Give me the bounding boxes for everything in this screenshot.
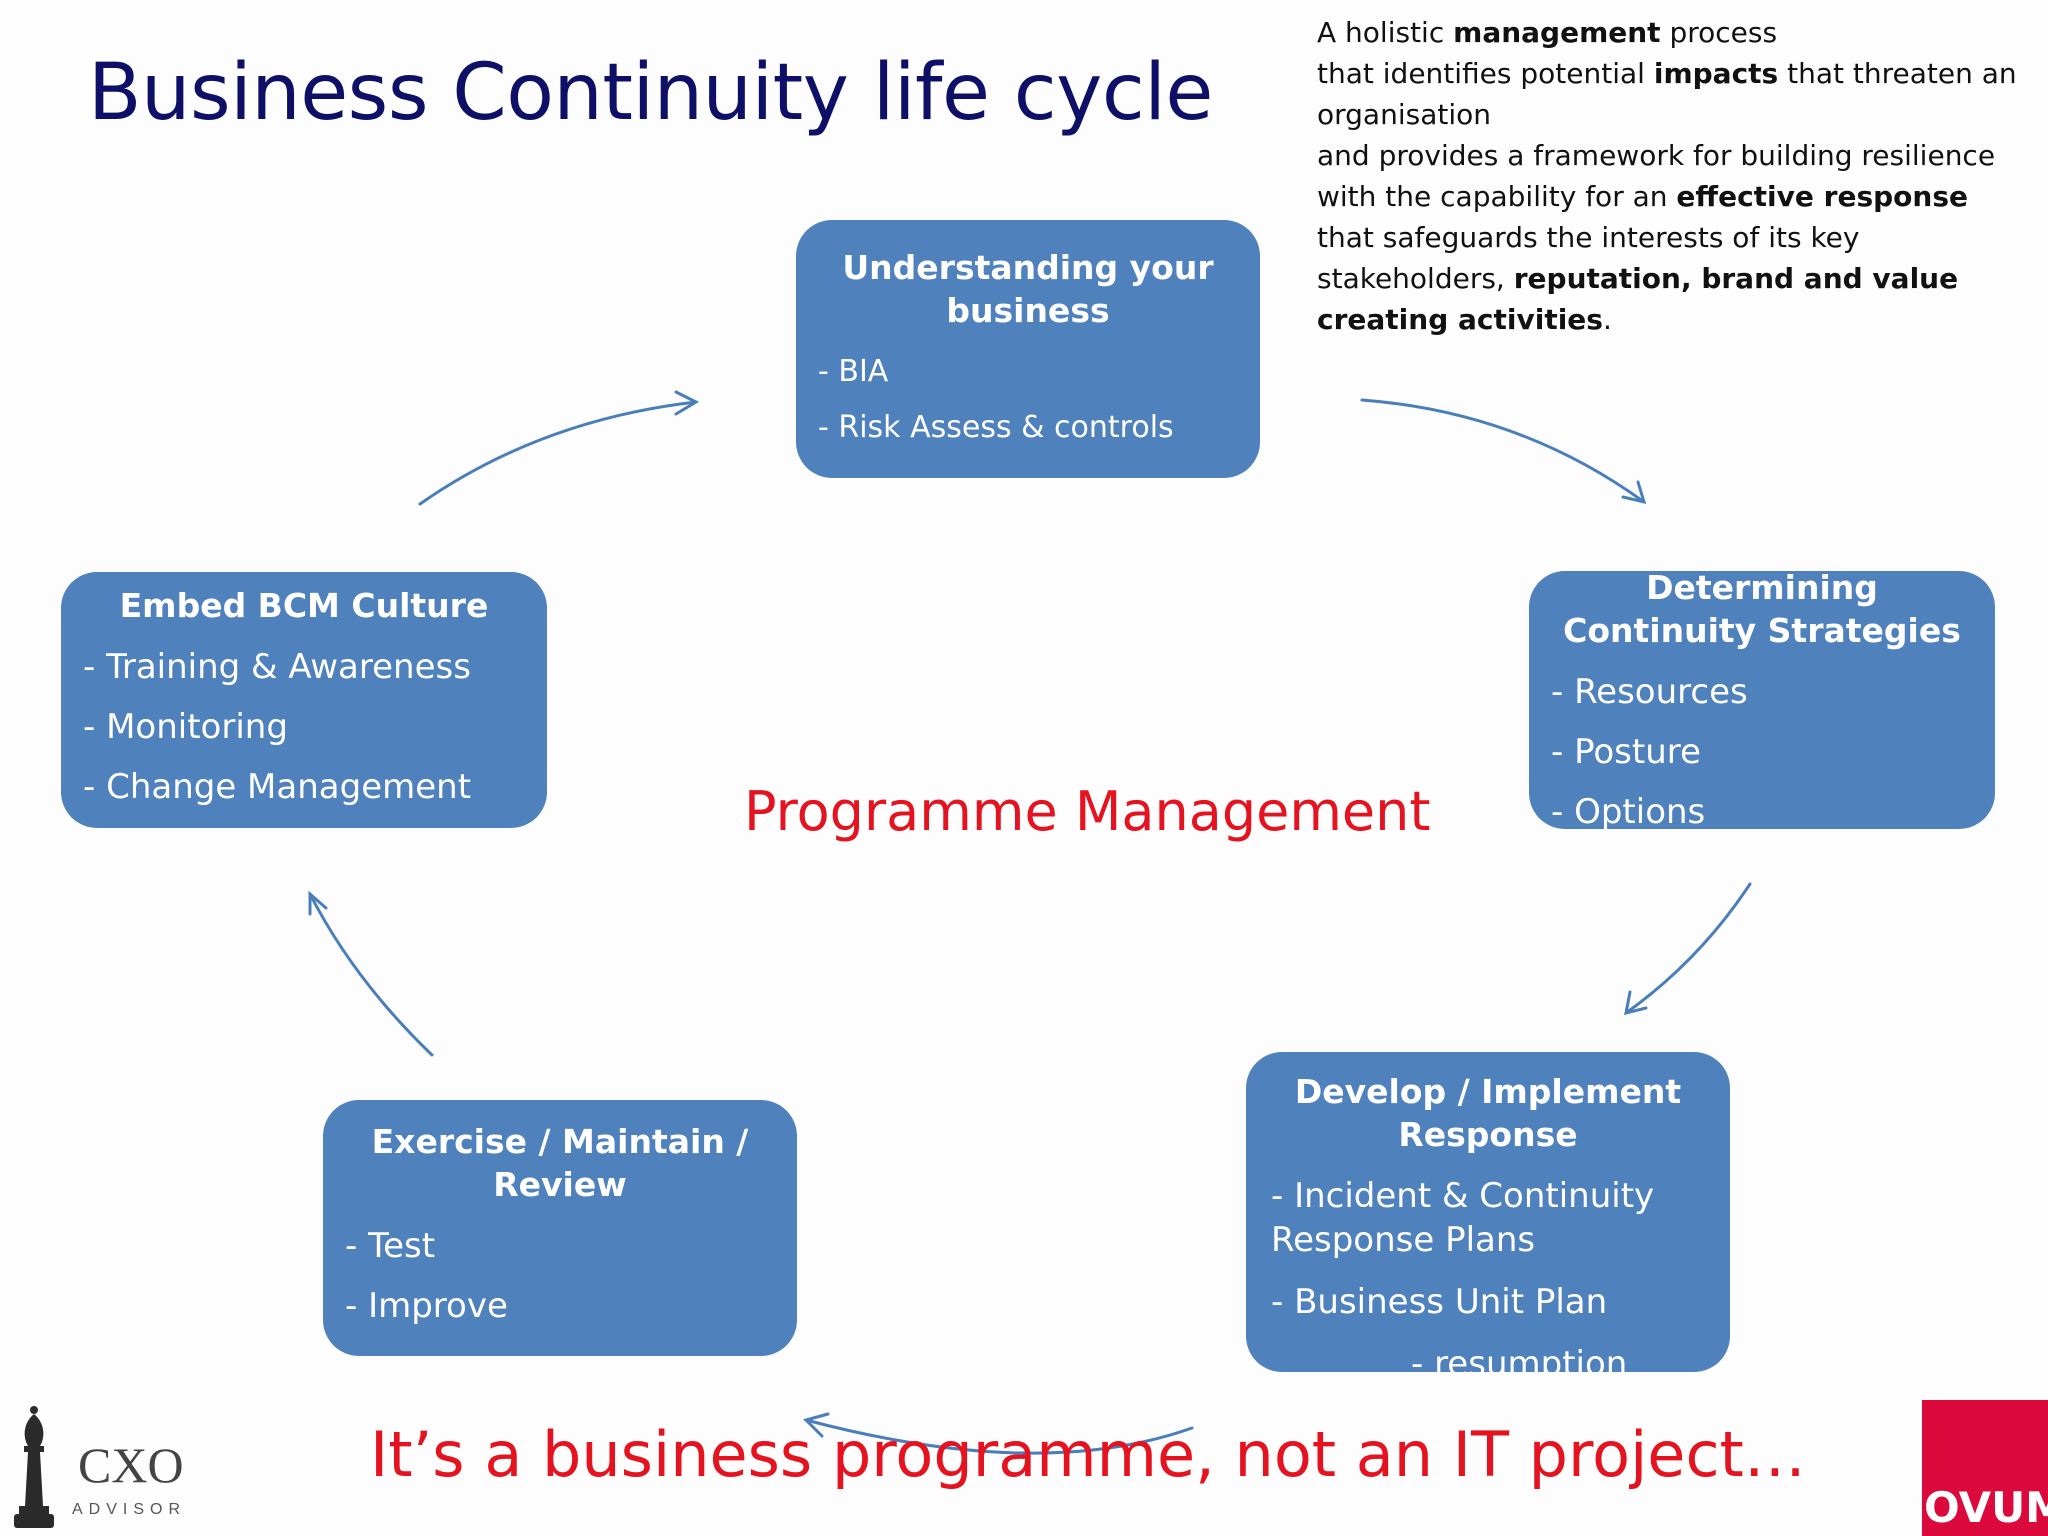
- box-item: - Options: [1551, 792, 1706, 829]
- arrowhead: [1621, 480, 1647, 505]
- arrow-strategies-to-develop: [1624, 882, 1752, 1015]
- intro-bold-text: impacts: [1653, 57, 1779, 90]
- box-item: - Monitoring: [83, 707, 288, 747]
- intro-text: stakeholders,: [1317, 262, 1514, 295]
- box-title: Determining Continuity Strategies: [1563, 571, 1961, 650]
- intro-text: that threaten an organisation: [1317, 57, 2017, 131]
- box-item: - Training & Awareness: [83, 647, 471, 687]
- box-item: - Improve: [345, 1286, 508, 1326]
- box-understanding-your-business: Understanding your business - BIA - Risk…: [796, 220, 1260, 478]
- intro-text: that identifies potential: [1317, 57, 1654, 90]
- arrowhead: [1624, 990, 1648, 1016]
- box-item: - Posture: [1551, 732, 1701, 772]
- arrowhead: [674, 390, 700, 416]
- box-develop-implement-response: Develop / Implement Response - Incident …: [1246, 1052, 1730, 1372]
- intro-text: with the capability for an: [1317, 180, 1677, 213]
- box-item: - resumption: [1411, 1344, 1628, 1372]
- arrow-embed-to-understanding: [418, 400, 698, 506]
- box-item: - BIA: [818, 354, 889, 389]
- intro-text: that safeguards the interests of its key: [1317, 221, 1860, 254]
- box-item: - Test: [345, 1226, 436, 1266]
- arrowhead: [308, 890, 328, 916]
- intro-bold-text: management: [1453, 16, 1661, 49]
- programme-management-label: Programme Management: [744, 780, 1431, 843]
- chess-bishop-icon: [14, 1406, 54, 1528]
- arrowhead: [803, 1412, 830, 1438]
- cxo-advisor-logo: CXO ADVISOR: [14, 1406, 186, 1528]
- box-item: - Business Unit Plan: [1271, 1282, 1608, 1322]
- box-item: - Change Management: [83, 767, 472, 807]
- cxo-text: CXO: [78, 1437, 184, 1493]
- slide-title: Business Continuity life cycle: [88, 48, 1213, 138]
- box-title: Understanding your business: [842, 248, 1214, 330]
- box-title: Exercise / Maintain / Review: [371, 1122, 749, 1204]
- definition-text: A holistic management process that ident…: [1317, 12, 2017, 340]
- box-determining-continuity-strategies: Determining Continuity Strategies - Reso…: [1529, 571, 1995, 829]
- intro-bold-text: effective response: [1676, 180, 1968, 213]
- arrow-exercise-to-embed: [308, 892, 434, 1057]
- ovum-logo: OVUM: [1922, 1400, 2048, 1536]
- box-item: - Risk Assess & controls: [818, 410, 1174, 445]
- box-exercise-maintain-review: Exercise / Maintain / Review - Test - Im…: [323, 1100, 797, 1356]
- intro-text: A holistic: [1317, 16, 1454, 49]
- intro-text: .: [1602, 303, 1612, 336]
- box-title: Develop / Implement Response: [1294, 1072, 1682, 1154]
- box-item: - Resources: [1551, 672, 1748, 712]
- box-title: Embed BCM Culture: [119, 586, 489, 625]
- arrow-develop-to-exercise: [804, 1418, 1194, 1455]
- ovum-text: OVUM: [1924, 1483, 2048, 1532]
- intro-text: and provides a framework for building re…: [1317, 139, 1996, 172]
- intro-bold-text: reputation, brand and value creating act…: [1317, 262, 1959, 336]
- tagline: It’s a business programme, not an IT pro…: [370, 1418, 1806, 1491]
- arrow-understanding-to-strategies: [1360, 398, 1646, 504]
- advisor-text: ADVISOR: [72, 1501, 186, 1518]
- box-embed-bcm-culture: Embed BCM Culture - Training & Awareness…: [61, 572, 547, 828]
- intro-text: process: [1660, 16, 1778, 49]
- box-item: - Incident & Continuity Response Plans: [1271, 1176, 1655, 1260]
